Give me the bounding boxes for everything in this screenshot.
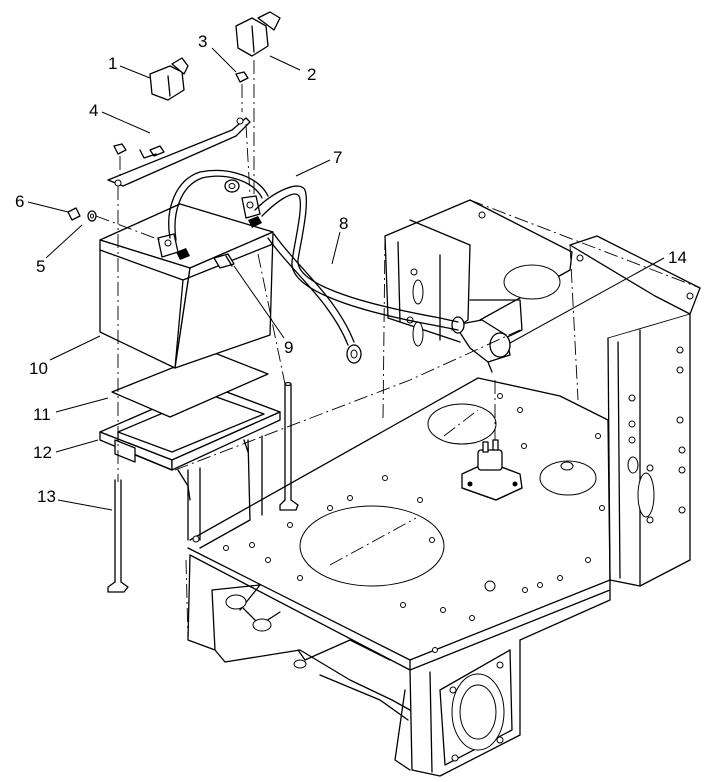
callout-14: 14 [668, 248, 687, 267]
callout-7: 7 [333, 148, 342, 167]
chassis-frame [185, 199, 701, 777]
callout-5: 5 [36, 257, 45, 276]
callout-9: 9 [284, 338, 293, 357]
callout-labels: 1 2 3 4 5 6 7 8 9 10 11 12 13 14 [15, 32, 687, 506]
centerline-bolt [245, 123, 251, 197]
nut-left [113, 143, 127, 178]
centerline-right [257, 253, 286, 385]
callout-2: 2 [307, 65, 316, 84]
terminal-bolt [213, 253, 235, 269]
callout-4: 4 [89, 101, 98, 120]
floor-holes [223, 393, 605, 653]
callout-3: 3 [198, 32, 207, 51]
callout-13: 13 [37, 487, 56, 506]
hold-down-rod-right [279, 381, 299, 511]
cable-boot [451, 316, 511, 373]
callout-1: 1 [108, 54, 117, 73]
hold-down-rod-left [107, 479, 129, 593]
battery [99, 195, 274, 369]
callout-11: 11 [33, 405, 51, 424]
hold-down-bar [107, 117, 251, 187]
positive-cable [254, 185, 459, 331]
leader-lines [27, 47, 665, 511]
centerline-tray [174, 329, 521, 471]
callout-6: 6 [15, 192, 24, 211]
nut-top [235, 71, 249, 112]
nut-washer [67, 207, 161, 241]
callout-10: 10 [29, 359, 48, 378]
callout-12: 12 [33, 443, 52, 462]
starter-solenoid [461, 380, 523, 501]
terminal-cover-positive [235, 11, 281, 196]
callout-8: 8 [339, 214, 348, 233]
battery-tray [99, 384, 281, 501]
terminal-cover-negative [149, 57, 189, 101]
ground-cable [168, 169, 362, 364]
